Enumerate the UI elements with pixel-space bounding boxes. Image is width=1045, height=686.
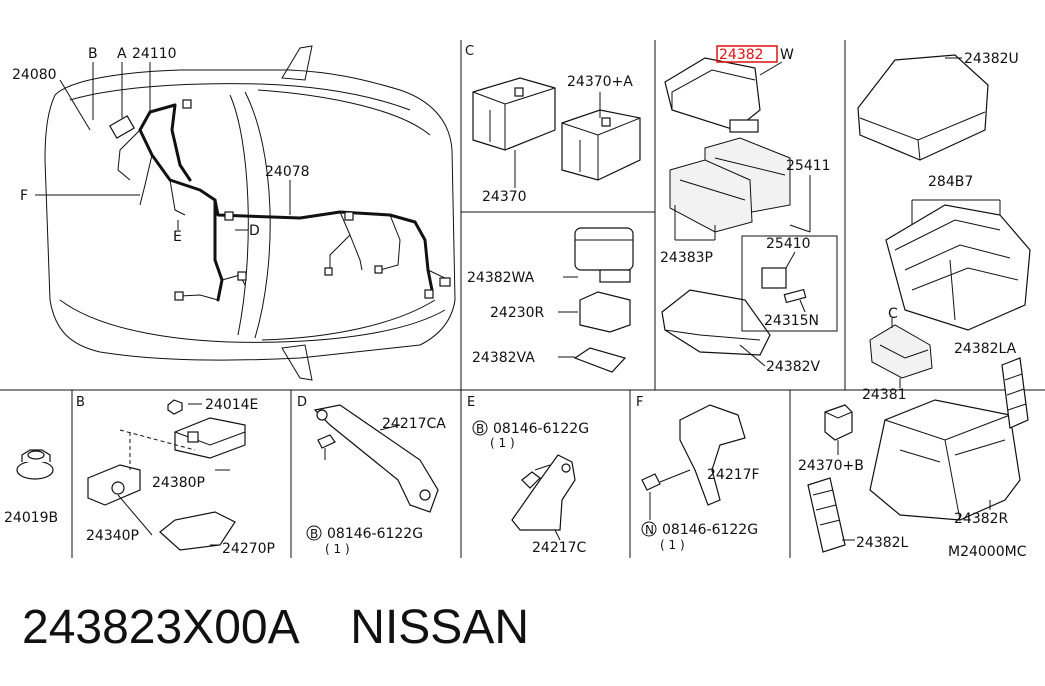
label-24370-b: 24370+B: [798, 458, 864, 474]
label-24340p: 24340P: [86, 528, 139, 544]
label-24382w-highlight: 24382: [719, 47, 764, 63]
label-24217f: 24217F: [707, 467, 760, 483]
section-fuse-block: [661, 57, 838, 367]
label-24382r: 24382R: [954, 511, 1009, 527]
vehicle-harness-illustration: [44, 45, 456, 381]
label-ref-e: E: [173, 229, 182, 245]
label-24382va: 24382VA: [472, 350, 535, 366]
section-c-relays: [472, 77, 641, 188]
label-284b7: 284B7: [928, 174, 973, 190]
section-d-bracket: [313, 404, 439, 513]
label-24382wa: 24382WA: [467, 270, 535, 286]
part-24019b-nut: [16, 449, 54, 480]
label-24315n: 24315N: [764, 313, 819, 329]
label-24382la: 24382LA: [954, 341, 1017, 357]
label-24380p: 24380P: [152, 475, 205, 491]
label-08146-d: 08146-6122G: [327, 526, 423, 542]
label-24370: 24370: [482, 189, 527, 205]
label-24382u: 24382U: [964, 51, 1019, 67]
panel-frames: [0, 40, 1045, 558]
label-24110: 24110: [132, 46, 177, 62]
circle-b-e: [472, 420, 488, 436]
vehicle-leader-lines: [35, 62, 291, 231]
label-25411: 25411: [786, 158, 831, 174]
label-ref-a: A: [117, 46, 127, 62]
label-24382l: 24382L: [856, 535, 909, 551]
label-ref-c: C: [888, 306, 898, 322]
label-24382v: 24382V: [766, 359, 821, 375]
section-label-d: D: [297, 395, 307, 410]
label-24080: 24080: [12, 67, 57, 83]
label-08146-e: 08146-6122G: [493, 421, 589, 437]
label-24217c: 24217C: [532, 540, 587, 556]
label-08146-f: 08146-6122G: [662, 522, 758, 538]
circle-b-d: [306, 525, 322, 541]
label-25410: 25410: [766, 236, 811, 252]
circle-b-e-letter: B: [476, 422, 484, 436]
section-label-c: C: [465, 44, 474, 59]
section-e-bracket: [511, 454, 576, 541]
section-label-b: B: [76, 395, 85, 410]
label-qty-e: ( 1 ): [490, 436, 515, 450]
label-24381: 24381: [862, 387, 907, 403]
label-ref-d: D: [249, 223, 260, 239]
highlight-box: [716, 45, 778, 63]
section-right-top: [857, 54, 1031, 388]
part-number-caption: 243823X00A NISSAN: [22, 601, 529, 654]
circle-b-d-letter: B: [310, 527, 318, 541]
label-ref-b: B: [88, 46, 98, 62]
label-qty-f: ( 1 ): [660, 538, 685, 552]
circle-n-f-letter: N: [645, 523, 654, 537]
label-24383p: 24383P: [660, 250, 713, 266]
label-24078: 24078: [265, 164, 310, 180]
label-24230r: 24230R: [490, 305, 545, 321]
section-b-battery-terminal: [87, 399, 246, 551]
section-f-bracket: [641, 404, 746, 520]
label-m24000mc: M24000MC: [948, 544, 1027, 560]
section-relay-box: [558, 227, 634, 373]
label-24217ca: 24217CA: [382, 416, 446, 432]
label-24370-a: 24370+A: [567, 74, 633, 90]
section-label-e: E: [467, 395, 475, 410]
label-24270p: 24270P: [222, 541, 275, 557]
section-bottom-right: [807, 357, 1029, 553]
label-ref-f: F: [20, 188, 28, 204]
label-24382w-suffix: W: [780, 47, 794, 63]
section-label-f: F: [636, 395, 643, 410]
label-24014e: 24014E: [205, 397, 258, 413]
label-24019b: 24019B: [4, 510, 58, 526]
label-qty-d: ( 1 ): [325, 542, 350, 556]
circle-n-f: [641, 521, 657, 537]
